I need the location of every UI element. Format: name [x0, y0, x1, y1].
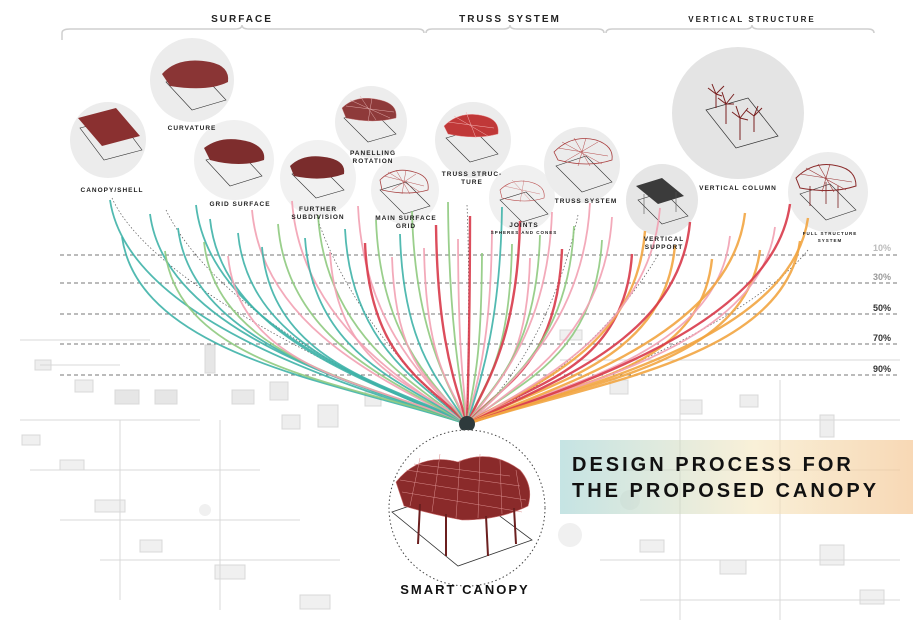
- circle-panelling: [335, 86, 407, 158]
- flow-curve-orange: [466, 212, 747, 426]
- brace-truss: [425, 24, 605, 34]
- result-canopy-grid: [399, 453, 527, 519]
- section-headers: Surface Truss system vertical structure: [61, 14, 875, 40]
- flow-curve-pink: [423, 247, 468, 425]
- label-curvature: Curvature: [168, 125, 217, 132]
- label-truss-structure-2: ture: [461, 179, 483, 186]
- pct-30: 30%: [873, 272, 891, 282]
- vertical-column-model: [705, 83, 779, 149]
- flow-curve-teal: [304, 237, 468, 425]
- joints-model: [499, 179, 549, 223]
- smart-canopy-result: [388, 429, 546, 587]
- percentage-labels: 10% 30% 50% 70% 90%: [873, 243, 891, 374]
- flow-curve-red: [465, 215, 472, 425]
- flow-curve-red: [465, 220, 522, 425]
- result-columns: [417, 503, 517, 557]
- pct-50: 50%: [873, 303, 891, 313]
- header-vertical-structure: vertical structure: [688, 15, 815, 24]
- canopy-shell-model: [78, 108, 143, 161]
- flow-curve-teal: [466, 206, 503, 425]
- label-vertical-support-1: Vertical: [644, 236, 685, 243]
- flow-curve-teal: [209, 218, 468, 425]
- further-subdivision-model: [290, 156, 345, 199]
- vertical-support-model: [636, 178, 689, 225]
- pct-70: 70%: [873, 333, 891, 343]
- flow-curve-pink: [466, 202, 591, 425]
- result-label: SMART CANOPY: [400, 582, 530, 597]
- label-joints-1: Joints: [509, 222, 538, 229]
- flow-curve-red: [466, 203, 792, 426]
- flow-curve-pink: [466, 207, 661, 425]
- flow-curve-red: [363, 242, 468, 425]
- flow-curve-pink: [391, 256, 468, 425]
- label-main-surface-1: Main surface: [375, 215, 436, 222]
- title-band: [560, 440, 913, 514]
- flow-curve-pink: [466, 211, 553, 425]
- flow-curve-orange: [466, 217, 810, 426]
- node-illustrations: [78, 60, 857, 225]
- flow-curve-red: [434, 224, 469, 425]
- label-truss-structure-1: Truss struc-: [442, 171, 502, 178]
- label-full-structure-2: system: [818, 238, 843, 243]
- main-surface-grid-model: [379, 169, 431, 215]
- brace-surface: [61, 24, 425, 40]
- hub-node: [459, 416, 475, 432]
- title-line-1: Design Process For: [572, 454, 854, 476]
- header-surface: Surface: [211, 14, 273, 25]
- flow-curve-green: [466, 252, 483, 425]
- node-labels: Canopy/Shell Curvature Grid Surface Furt…: [81, 125, 857, 251]
- circle-full-structure: [788, 152, 868, 232]
- title-line-2: The Proposed Canopy: [572, 480, 880, 502]
- brace-vertical: [605, 24, 875, 34]
- header-truss-system: Truss system: [459, 14, 561, 25]
- label-canopy-shell: Canopy/Shell: [81, 187, 144, 194]
- pct-10: 10%: [873, 243, 891, 253]
- flow-curve-green: [277, 223, 468, 425]
- flow-curve-pink: [457, 238, 468, 425]
- flow-curve-pink: [466, 229, 493, 425]
- truss-system-model: [553, 137, 613, 193]
- circle-joints: [489, 165, 555, 231]
- flow-curve-pink: [329, 251, 468, 425]
- label-main-surface-2: grid: [396, 223, 416, 230]
- label-further-1: Further: [299, 206, 337, 213]
- flow-curve-teal: [344, 228, 468, 425]
- circle-truss-structure: [435, 102, 511, 178]
- label-vertical-support-2: support: [645, 244, 683, 251]
- flow-curves: [109, 199, 810, 426]
- flow-curve-teal: [399, 233, 468, 425]
- flow-curve-green: [164, 250, 468, 425]
- label-full-structure-1: Full structure: [803, 231, 857, 236]
- circle-truss-system: [544, 127, 620, 203]
- label-vertical-column: Vertical column: [699, 185, 777, 192]
- full-structure-model: [795, 163, 857, 221]
- label-grid-surface: Grid Surface: [209, 201, 270, 208]
- panelling-model: [341, 95, 397, 143]
- label-joints-2: spheres and cones: [491, 230, 558, 235]
- label-truss-system: Truss system: [555, 198, 618, 205]
- flow-curve-pink: [227, 255, 468, 425]
- pct-90: 90%: [873, 364, 891, 374]
- truss-structure-model: [443, 111, 499, 163]
- flow-curve-red: [466, 221, 692, 426]
- label-panelling-1: Panelling: [350, 150, 396, 157]
- flow-curve-teal: [261, 246, 468, 425]
- flow-curve-green: [447, 201, 468, 425]
- grid-surface-model: [204, 139, 265, 187]
- label-panelling-2: rotation: [353, 158, 394, 165]
- diagram-title: Design Process For The Proposed Canopy: [572, 452, 879, 504]
- result-canopy-roof: [395, 456, 531, 521]
- flow-curve-pink: [466, 216, 613, 425]
- flow-curve-teal: [121, 236, 468, 425]
- label-further-2: subdivision: [291, 214, 344, 221]
- circle-main-surface-grid: [371, 156, 439, 224]
- curvature-model: [162, 60, 229, 111]
